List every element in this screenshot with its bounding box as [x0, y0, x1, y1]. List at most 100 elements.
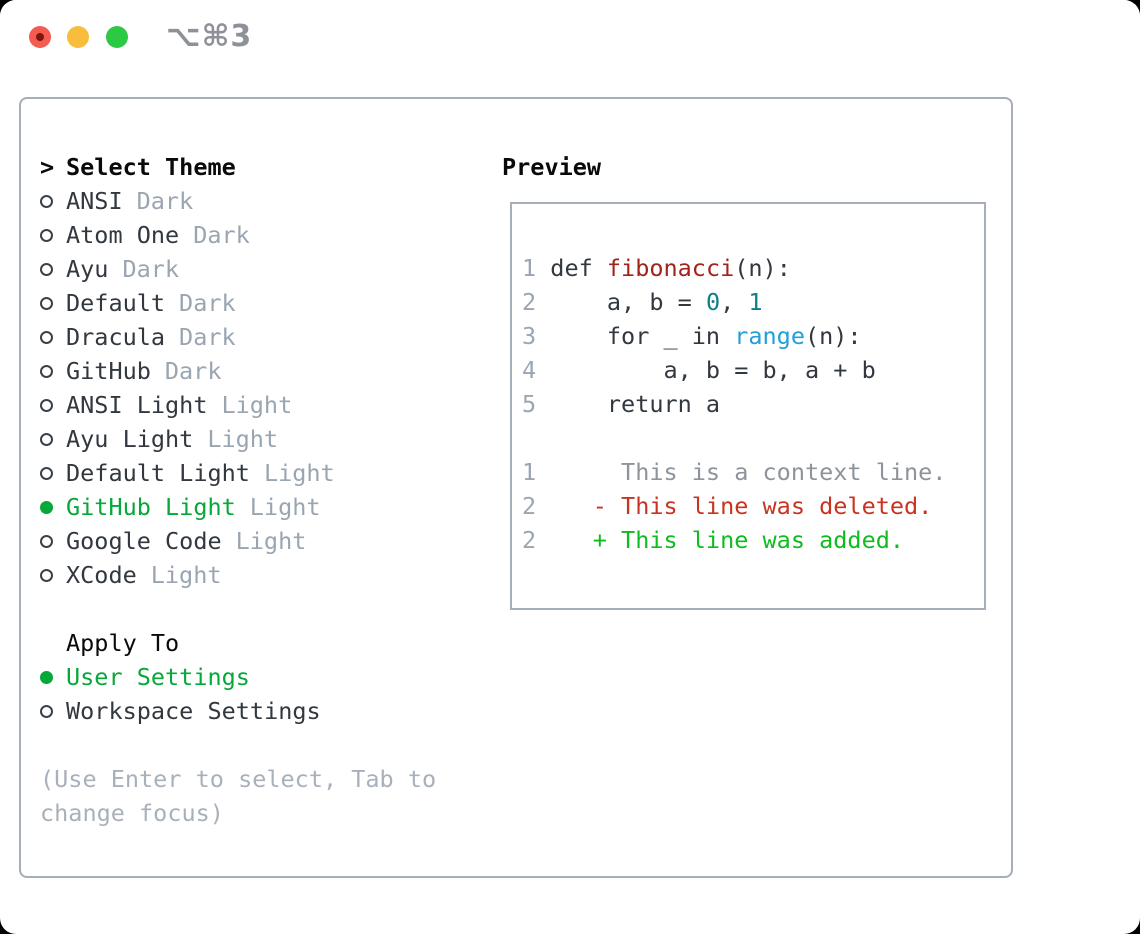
spacer: [40, 728, 436, 762]
apply-to-header: Apply To: [40, 626, 436, 660]
radio-selected-icon: [40, 500, 66, 514]
line-number: 2: [522, 526, 537, 554]
code-segment: return a: [536, 390, 721, 418]
code-segment: (n):: [734, 254, 791, 282]
radio-icon: [40, 296, 66, 310]
theme-variant: Dark: [179, 289, 236, 317]
code-line: 1 This is a context line.: [522, 455, 946, 489]
radio-circle: [40, 330, 53, 344]
radio-icon: [40, 704, 66, 718]
radio-icon: [40, 568, 66, 582]
minimize-button[interactable]: [67, 26, 89, 48]
radio-icon: [40, 432, 66, 446]
prompt-caret-icon: >: [40, 153, 55, 181]
apply-option-user-settings[interactable]: User Settings: [40, 660, 436, 694]
theme-option-github-light[interactable]: GitHub Light Light: [40, 490, 436, 524]
theme-variant: Dark: [179, 323, 236, 351]
theme-name: GitHub Light: [66, 493, 236, 521]
radio-circle: [40, 568, 53, 582]
code-segment: a, b =: [536, 288, 706, 316]
code-segment: 1: [748, 288, 763, 316]
radio-icon: [40, 194, 66, 208]
code-line: 3 for _ in range(n):: [522, 319, 946, 353]
theme-option-default-light[interactable]: Default Light Light: [40, 456, 436, 490]
theme-option-ayu[interactable]: Ayu Dark: [40, 252, 436, 286]
theme-name: ANSI: [66, 187, 123, 215]
code-segment: ,: [720, 288, 749, 316]
radio-circle: [40, 364, 53, 378]
code-segment: (n):: [804, 322, 862, 350]
hint-line-2: change focus): [40, 799, 224, 827]
close-button[interactable]: [29, 26, 51, 48]
theme-variant: Dark: [122, 255, 180, 283]
theme-variant: Dark: [193, 221, 250, 249]
radio-selected-icon: [40, 670, 66, 684]
radio-circle: [40, 194, 53, 208]
radio-icon: [40, 330, 66, 344]
window-title: ⌥⌘3: [166, 19, 253, 54]
theme-name: Default Light: [66, 459, 250, 487]
radio-circle: [40, 432, 53, 446]
theme-name: Ayu: [66, 255, 109, 283]
code-segment: a, b = b, a + b: [536, 356, 876, 384]
theme-variant: Dark: [164, 357, 222, 385]
theme-option-default[interactable]: Default Dark: [40, 286, 436, 320]
radio-circle: [40, 296, 53, 310]
theme-variant: Light: [249, 493, 321, 521]
radio-icon: [40, 228, 66, 242]
theme-name: ANSI Light: [66, 391, 208, 419]
code-segment: + This line was added.: [536, 526, 905, 554]
select-theme-header: >Select Theme: [40, 150, 436, 184]
radio-icon: [40, 364, 66, 378]
code-segment: def: [536, 254, 607, 282]
code-segment: fibonacci: [606, 254, 735, 282]
radio-circle: [40, 534, 53, 548]
theme-variant: Dark: [136, 187, 194, 215]
line-number: 4: [522, 356, 537, 384]
radio-circle: [40, 670, 53, 684]
radio-circle: [40, 466, 53, 480]
line-number: 2: [522, 492, 537, 520]
theme-name: Dracula: [66, 323, 166, 351]
code-segment: - This line was deleted.: [536, 492, 933, 520]
theme-name: Google Code: [66, 527, 222, 555]
titlebar: ⌥⌘3: [0, 0, 1140, 75]
code-line: 2 a, b = 0, 1: [522, 285, 946, 319]
code-segment: This is a context line.: [536, 458, 947, 486]
radio-circle: [40, 500, 53, 514]
apply-option-name: Workspace Settings: [66, 697, 321, 725]
code-segment: 0: [705, 288, 721, 316]
radio-circle: [40, 228, 53, 242]
theme-variant: Light: [263, 459, 335, 487]
theme-option-ansi[interactable]: ANSI Dark: [40, 184, 436, 218]
preview-header: Preview: [502, 153, 602, 181]
hint-line-1: (Use Enter to select, Tab to: [40, 765, 437, 793]
radio-circle: [40, 398, 53, 412]
theme-option-atom-one[interactable]: Atom One Dark: [40, 218, 436, 252]
code-line: 5 return a: [522, 387, 946, 421]
theme-variant: Light: [150, 561, 222, 589]
theme-name: Default: [66, 289, 166, 317]
line-number: 1: [522, 458, 537, 486]
radio-icon: [40, 466, 66, 480]
radio-circle: [40, 704, 53, 718]
radio-icon: [40, 262, 66, 276]
code-line: 2 - This line was deleted.: [522, 489, 946, 523]
code-segment: for _ in: [536, 322, 735, 350]
line-number: 5: [522, 390, 537, 418]
theme-name: Ayu Light: [66, 425, 194, 453]
theme-name: Atom One: [66, 221, 180, 249]
apply-option-workspace-settings[interactable]: Workspace Settings: [40, 694, 436, 728]
theme-option-dracula[interactable]: Dracula Dark: [40, 320, 436, 354]
zoom-button[interactable]: [106, 26, 128, 48]
